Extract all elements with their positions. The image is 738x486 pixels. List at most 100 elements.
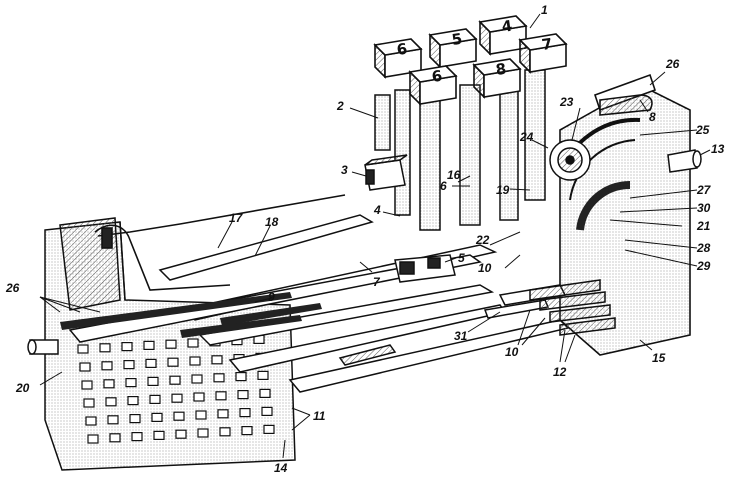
callout-5: 5 [458,251,465,265]
key-1-label: 4 [501,17,514,36]
plate-slot [239,408,251,418]
plate-slot [193,392,205,402]
plate-slot [189,356,201,366]
plate-slot [167,357,179,367]
callout-6-upper: 6 [440,179,447,193]
callout-labels: 1 2 3 4 5 6 7 8 9 10 10 11 12 13 14 15 1… [5,3,725,475]
callout-22: 22 [475,233,490,247]
plate-slot [99,343,111,353]
callout-11: 11 [313,409,326,423]
plate-slot [151,412,163,422]
callout-12: 12 [553,365,567,379]
plate-slot [105,397,117,407]
plate-slot [165,339,177,349]
plate-slot [147,376,159,386]
callout-19: 19 [496,183,510,197]
slide-bars [60,292,322,338]
plate-slot [195,410,207,420]
plate-slot [213,373,225,383]
plate-slot [85,416,97,426]
plate-slot [261,406,273,416]
plate-slot [131,432,143,442]
key-2: 5 [428,28,478,69]
plate-slot [107,415,119,425]
key-6: 7 [518,33,568,74]
key-3: 6 [373,38,423,79]
callout-28: 28 [696,241,711,255]
shaft-20 [27,339,59,355]
plate-slot [109,433,121,443]
lower-levers [483,279,616,336]
plate-slot [241,426,253,436]
plate-slot [191,374,203,384]
callout-14: 14 [274,461,288,475]
callout-4: 4 [373,203,381,217]
plate-slot [257,370,269,380]
plate-slot [149,394,161,404]
callout-10-lower: 10 [505,345,519,359]
plate-slot [87,434,99,444]
callout-29: 29 [696,259,711,273]
plate-slot [125,378,137,388]
callout-18: 18 [265,215,279,229]
callout-23: 23 [559,95,574,109]
plate-slot [143,340,155,350]
plate-slot [215,391,227,401]
plate-slot [127,396,139,406]
callout-8: 8 [649,110,656,124]
callout-20: 20 [15,381,30,395]
shaft-13 [667,149,702,173]
callout-9: 9 [268,290,275,304]
plate-slot [173,411,185,421]
callout-1: 1 [541,3,548,17]
plate-slot [169,375,181,385]
key-4: 6 [408,65,458,106]
key-3-label: 6 [396,40,409,59]
front-plate-slot-grid [77,334,275,444]
callout-31: 31 [454,329,468,343]
plate-slot [79,362,91,372]
left-support-frame [94,194,346,291]
callout-3: 3 [341,163,348,177]
callout-16: 16 [447,168,461,182]
key-1: 4 [478,15,528,56]
key-2-label: 5 [451,30,464,49]
plate-slot [175,429,187,439]
callout-10-upper: 10 [478,261,492,275]
plate-slot [145,358,157,368]
slide-5 [394,254,456,283]
callout-25: 25 [695,123,710,137]
key-5-label: 8 [495,60,508,79]
callout-15: 15 [652,351,666,365]
callout-7: 7 [373,275,381,289]
plate-slot [187,338,199,348]
key-stems [374,69,546,231]
callout-17: 17 [229,211,244,225]
plate-slot [237,390,249,400]
plate-slot [219,427,231,437]
callout-26-left: 26 [5,281,20,295]
plate-slot [101,361,113,371]
plate-slot [217,409,229,419]
gear-sector [549,117,641,231]
plate-slot [153,430,165,440]
plate-slot [263,424,275,434]
leader-lines [39,13,711,459]
stop-block-3 [364,154,408,191]
key-6-label: 7 [541,35,554,54]
plate-slot [235,372,247,382]
plate-slot [103,379,115,389]
plate-slot [211,355,223,365]
callout-24: 24 [519,130,534,144]
callout-26-upper: 26 [665,57,680,71]
plate-slot [121,342,133,352]
plate-slot [129,414,141,424]
callout-13: 13 [711,142,725,156]
plate-slot [77,344,89,354]
plate-slot [83,398,95,408]
keys: 4 5 6 6 8 7 [373,15,568,106]
callout-30: 30 [697,201,711,215]
plate-slot [171,393,183,403]
plate-slot [197,428,209,438]
